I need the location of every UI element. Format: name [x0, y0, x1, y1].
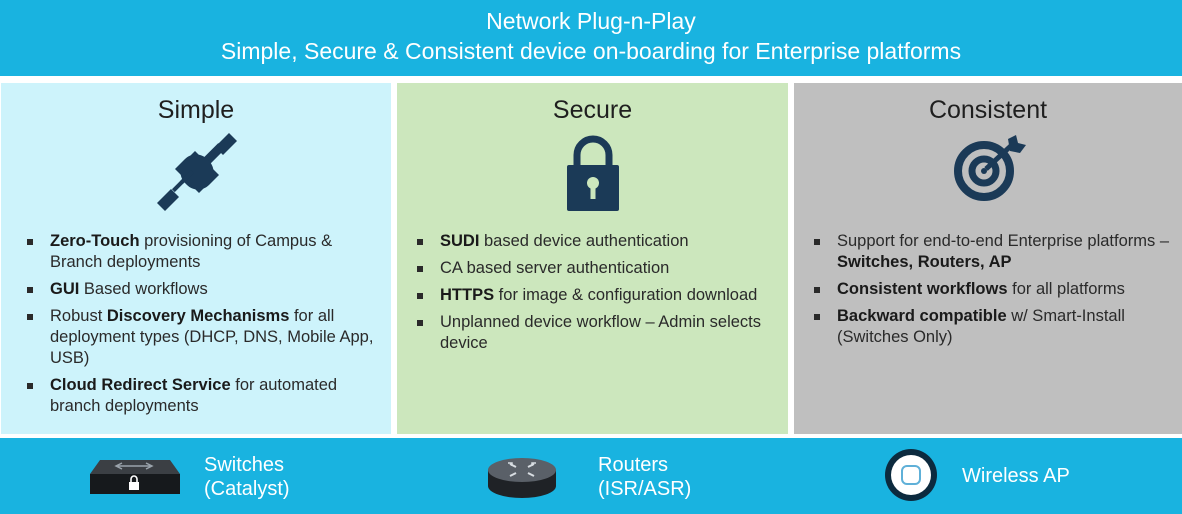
list-item: Zero-Touch provisioning of Campus & Bran…: [23, 231, 383, 273]
footer-platforms: Switches (Catalyst) Routers (ISR/ASR) Wi…: [0, 438, 1182, 514]
router-icon: [488, 458, 556, 498]
list-item: Support for end-to-end Enterprise platfo…: [810, 231, 1175, 273]
page-subtitle: Simple, Secure & Consistent device on-bo…: [220, 38, 962, 64]
list-item: SUDI based device authentication: [413, 231, 778, 252]
device-label-routers: Routers (ISR/ASR): [598, 454, 692, 500]
list-item: GUI Based workflows: [23, 279, 383, 300]
panel-title-simple: Simple: [157, 96, 235, 124]
header-banner: Network Plug-n-Play Simple, Secure & Con…: [0, 0, 1182, 76]
list-item: HTTPS for image & configuration download: [413, 285, 778, 306]
wireless-ap-icon: [885, 449, 937, 501]
bullet-list-consistent: Support for end-to-end Enterprise platfo…: [810, 231, 1175, 354]
panel-consistent: Consistent Support for end-to-end Enterp…: [794, 83, 1182, 434]
list-item: CA based server authentication: [413, 258, 778, 279]
target-icon: [954, 135, 1026, 201]
device-label-wireless-ap: Wireless AP: [962, 465, 1070, 487]
plug-icon: [157, 133, 237, 211]
panel-simple: Simple Zero-Touch provisioning of Campus…: [1, 83, 391, 434]
switch-icon: [90, 460, 180, 494]
device-label-switches: Switches (Catalyst): [204, 454, 290, 500]
list-item: Unplanned device workflow – Admin select…: [413, 312, 778, 354]
list-item: Robust Discovery Mechanisms for all depl…: [23, 306, 383, 369]
panel-secure: Secure SUDI based device authentication …: [397, 83, 788, 434]
list-item: Cloud Redirect Service for automated bra…: [23, 375, 383, 417]
bullet-list-secure: SUDI based device authentication CA base…: [413, 231, 778, 360]
page-title: Network Plug-n-Play: [486, 8, 696, 34]
lock-icon: [567, 135, 619, 211]
bullet-list-simple: Zero-Touch provisioning of Campus & Bran…: [23, 231, 383, 423]
list-item: Consistent workflows for all platforms: [810, 279, 1175, 300]
panel-title-secure: Secure: [552, 96, 633, 124]
list-item: Backward compatible w/ Smart-Install (Sw…: [810, 306, 1175, 348]
panel-title-consistent: Consistent: [928, 96, 1048, 124]
